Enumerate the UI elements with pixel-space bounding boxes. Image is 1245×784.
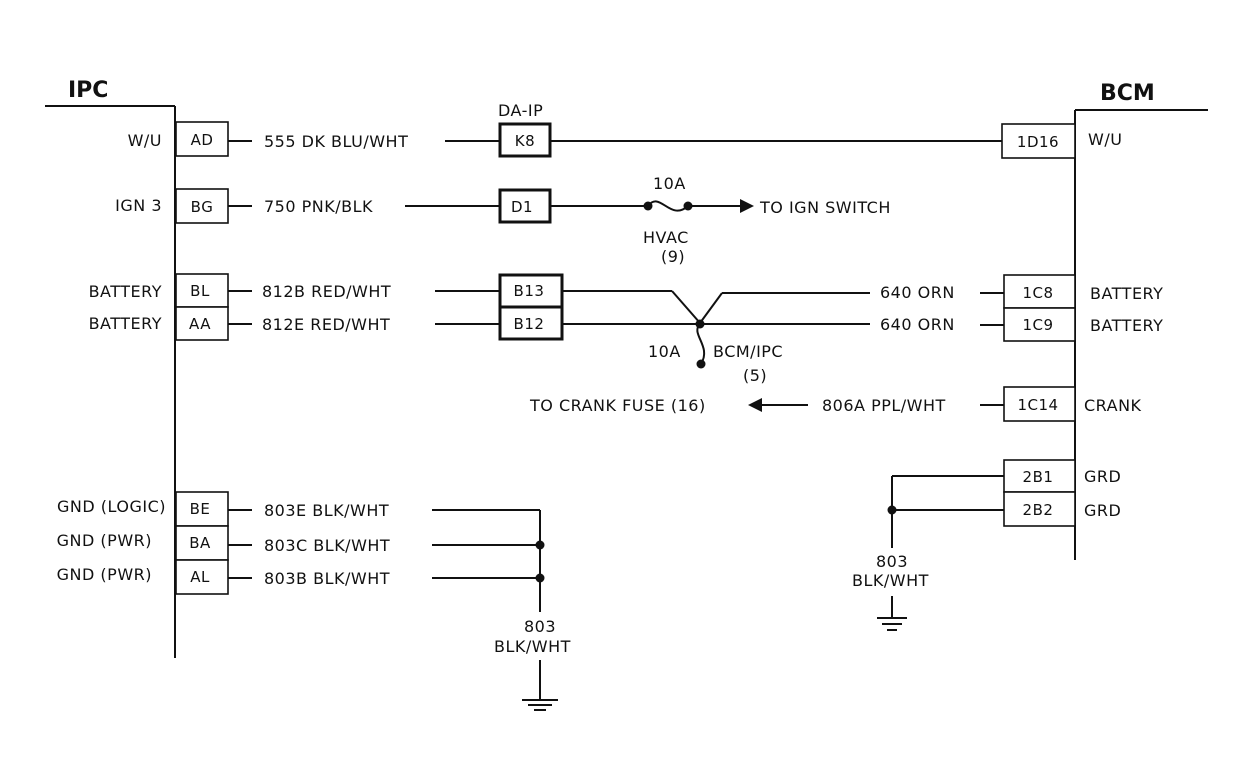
bcm-label-crank: CRANK xyxy=(1084,396,1142,415)
wire-640-1c8: 640 ORN xyxy=(699,283,1004,324)
dest-crank-fuse: TO CRANK FUSE (16) xyxy=(529,396,706,415)
wire-750: 750 PNK/BLK xyxy=(228,197,754,216)
wire-812e: 812E RED/WHT xyxy=(228,315,870,334)
wire-640-1c9: 640 ORN xyxy=(880,315,1004,334)
svg-text:BA: BA xyxy=(189,534,211,552)
connector-pin-b13: B13 xyxy=(498,273,564,309)
ipc-ground-color: BLK/WHT xyxy=(494,637,571,656)
wire-label-812b: 812B RED/WHT xyxy=(262,282,391,301)
svg-text:AD: AD xyxy=(191,131,214,149)
ipc-pin-bg: BG xyxy=(175,188,229,224)
svg-text:1C14: 1C14 xyxy=(1017,396,1058,414)
ipc-label-gnd-logic: GND (LOGIC) xyxy=(57,497,166,516)
wire-812b: 812B RED/WHT xyxy=(228,282,701,324)
wire-label-640-a: 640 ORN xyxy=(880,283,955,302)
svg-text:BE: BE xyxy=(190,500,211,518)
connector-pin-d1: D1 xyxy=(498,188,552,224)
wire-label-803e: 803E BLK/WHT xyxy=(264,501,389,520)
ipc-label-wu: W/U xyxy=(128,131,162,150)
wire-label-803c: 803C BLK/WHT xyxy=(264,536,390,555)
ipc-label-battery-aa: BATTERY xyxy=(89,314,162,333)
bcm-label-grd-2b1: GRD xyxy=(1084,467,1121,486)
dest-ign-switch: TO IGN SWITCH xyxy=(759,198,891,217)
bcm-pin-2b1: 2B1 xyxy=(1003,459,1076,493)
bcm-pin-1c9: 1C9 xyxy=(1003,307,1076,342)
ipc-pin-ad: AD xyxy=(175,121,229,157)
svg-text:1C8: 1C8 xyxy=(1022,284,1053,302)
bcm-label-battery-1c8: BATTERY xyxy=(1090,284,1163,303)
svg-text:AL: AL xyxy=(190,568,210,586)
svg-text:2B1: 2B1 xyxy=(1023,468,1054,486)
svg-text:BG: BG xyxy=(191,198,214,216)
bcm-pin-1c8: 1C8 xyxy=(1003,274,1076,309)
connector-pin-k8: K8 xyxy=(498,122,552,158)
svg-text:AA: AA xyxy=(189,315,211,333)
fuse-hvac-rating: 10A xyxy=(653,174,686,193)
bcm-ground-color: BLK/WHT xyxy=(852,571,929,590)
ipc-label-gnd-pwr-ba: GND (PWR) xyxy=(57,531,152,550)
bcm-label-wu: W/U xyxy=(1088,130,1122,149)
fuse-bcm-ipc-rating: 10A xyxy=(648,342,681,361)
fuse-hvac-name: HVAC xyxy=(643,228,689,247)
connector-name: DA-IP xyxy=(498,101,543,120)
bcm-pin-2b2: 2B2 xyxy=(1003,491,1076,527)
wire-label-555: 555 DK BLU/WHT xyxy=(264,132,408,151)
svg-text:1D16: 1D16 xyxy=(1017,133,1059,151)
ground-symbol-icon xyxy=(522,699,558,711)
arrow-crank-fuse-icon xyxy=(748,398,762,412)
ipc-pin-bl: BL xyxy=(175,273,229,308)
ipc-pin-aa: AA xyxy=(175,306,229,341)
svg-text:D1: D1 xyxy=(511,198,533,216)
ipc-pin-al: AL xyxy=(175,559,229,595)
svg-text:BL: BL xyxy=(190,282,210,300)
svg-text:B12: B12 xyxy=(514,315,545,333)
ipc-ground: 803E BLK/WHT 803C BLK/WHT 803B BLK/WHT 8… xyxy=(228,501,571,711)
connector-pin-b12: B12 xyxy=(498,305,564,341)
wire-555: 555 DK BLU/WHT xyxy=(228,132,1002,151)
wire-806a: 806A PPL/WHT TO CRANK FUSE (16) xyxy=(529,396,1004,415)
bcm-pin-1d16: 1D16 xyxy=(1001,123,1076,159)
wire-label-812e: 812E RED/WHT xyxy=(262,315,390,334)
fuse-hvac-number: (9) xyxy=(661,247,685,266)
arrow-ign-switch-icon xyxy=(740,199,754,213)
bcm-pin-1c14: 1C14 xyxy=(1003,386,1076,422)
fuse-bcm-ipc-number: (5) xyxy=(743,366,767,385)
bcm-title: BCM xyxy=(1100,81,1155,106)
ground-symbol-icon xyxy=(877,617,907,631)
wire-label-640-b: 640 ORN xyxy=(880,315,955,334)
svg-text:K8: K8 xyxy=(515,132,535,150)
ipc-module: IPC xyxy=(45,78,176,658)
bcm-label-grd-2b2: GRD xyxy=(1084,501,1121,520)
fuse-hvac: 10A HVAC (9) xyxy=(643,174,689,266)
bcm-ground-wire: 803 xyxy=(876,552,908,571)
bcm-label-battery-1c9: BATTERY xyxy=(1090,316,1163,335)
bcm-ground: 803 BLK/WHT xyxy=(852,475,1004,631)
ipc-title: IPC xyxy=(68,78,108,103)
svg-text:2B2: 2B2 xyxy=(1023,501,1054,519)
svg-text:1C9: 1C9 xyxy=(1022,316,1053,334)
ipc-pin-ba: BA xyxy=(175,525,229,561)
wire-label-806a: 806A PPL/WHT xyxy=(822,396,946,415)
ipc-label-gnd-pwr-al: GND (PWR) xyxy=(57,565,152,584)
ipc-label-battery-bl: BATTERY xyxy=(89,282,162,301)
ipc-ground-wire: 803 xyxy=(524,617,556,636)
svg-text:B13: B13 xyxy=(514,282,545,300)
ipc-pin-be: BE xyxy=(175,491,229,527)
ipc-label-ign3: IGN 3 xyxy=(115,196,162,215)
fuse-bcm-ipc-name: BCM/IPC xyxy=(713,342,783,361)
fuse-bcm-ipc: 10A BCM/IPC (5) xyxy=(648,319,783,385)
wire-label-750: 750 PNK/BLK xyxy=(264,197,373,216)
wire-label-803b: 803B BLK/WHT xyxy=(264,569,390,588)
